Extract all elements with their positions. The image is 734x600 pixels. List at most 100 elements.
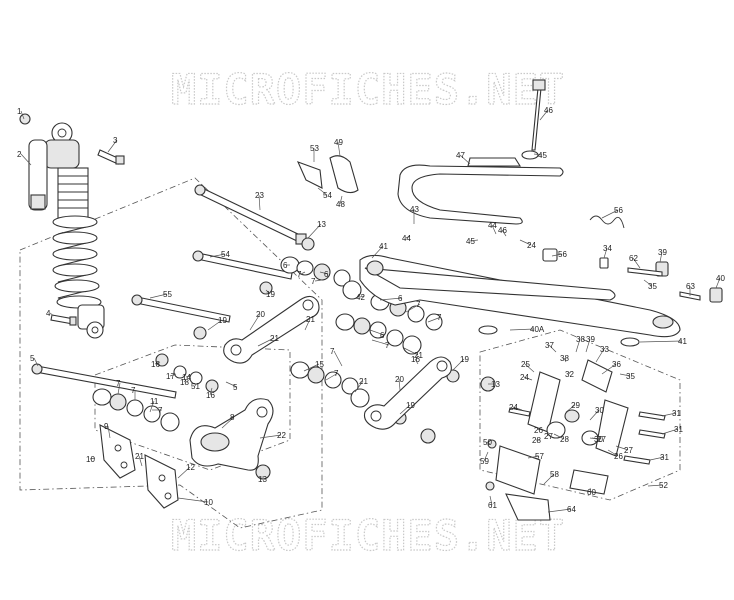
callout-number: 13 [491,380,500,389]
leader-line [89,457,96,460]
leader-line [547,508,572,513]
callout-number: 18 [180,378,189,387]
callout-number: 7 [116,379,121,388]
long-bolt-23 [194,184,307,245]
link-rod-20-lower [363,356,452,430]
leader-line [258,194,261,211]
callout-number: 39 [658,248,667,257]
callout-number: 6 [283,261,288,270]
callout-number: 7 [437,313,442,322]
callout-number: 42 [356,293,365,302]
leader-line [589,487,592,493]
callout-number: 27 [624,446,633,455]
small-washers-16-18 [155,353,219,393]
callout-number: 53 [310,144,319,153]
leader-line [483,451,489,462]
leader-line [149,293,168,299]
leader-line [452,358,465,371]
callout-number: 39 [586,335,595,344]
leader-line [337,141,341,157]
leader-line [661,412,677,417]
plate-59 [495,445,541,495]
side-plate-9 [99,424,136,479]
leader-line [107,425,111,439]
leader-line [307,223,322,239]
leader-line [459,154,471,165]
link-rod-20-upper [223,295,320,364]
leader-line [615,445,629,451]
leader-line [194,383,197,387]
callout-number: 35 [626,372,635,381]
callout-number: 3 [113,136,118,145]
leader-line [177,466,191,479]
callout-number: 40 [716,274,725,283]
callout-number: 44 [488,221,497,230]
callout-number: 5 [30,354,35,363]
callout-number: 7 [311,277,316,286]
callout-number: 16 [206,391,215,400]
leader-line [225,381,238,388]
callout-number: 7 [297,270,302,279]
callout-number: 1 [17,107,22,116]
leader-line [379,297,403,301]
callout-number: 52 [659,481,668,490]
callout-number: 13 [317,220,326,229]
callout-number: 9 [104,422,109,431]
callout-number: 38 [560,354,569,363]
callout-number: 56 [614,206,623,215]
long-bolt-56b [131,294,231,323]
callout-number: 6 [398,294,403,303]
callout-number: 38 [576,335,585,344]
callout-number: 16 [411,355,420,364]
leader-line [639,340,683,343]
callout-number: 57 [535,452,544,461]
shock-absorber [28,122,105,339]
leader-line [537,427,541,431]
leader-line [543,473,555,485]
leader-line [632,257,641,269]
leader-line [117,382,121,395]
callout-number: 45 [538,151,547,160]
leader-line [339,195,343,205]
rocker-arm-22 [189,398,274,471]
leader-line [533,153,543,156]
leader-line [314,279,323,282]
leader-line [325,372,339,381]
leader-line [575,338,581,353]
leader-lines [20,109,721,513]
leader-line [469,239,479,242]
leader-line [405,235,411,239]
group-outline-right [479,329,681,501]
leader-line [589,409,600,421]
leader-line [427,316,442,323]
leader-line [403,347,419,356]
callout-number: 14 [182,373,191,382]
callout-number: 20 [395,375,404,384]
leader-line [20,153,32,166]
leader-line [359,295,365,298]
callout-number: 46 [498,226,507,235]
callout-number: 2 [17,150,22,159]
leader-line [489,495,493,506]
leader-line [399,404,411,415]
leader-line [354,380,364,393]
callout-number: 5 [233,383,238,392]
callout-number: 33 [600,345,609,354]
leader-line [595,348,605,363]
leader-line [169,373,177,377]
plate-62 [569,469,609,495]
swingarm-42 [359,254,681,347]
leader-line [221,416,235,429]
leader-line [371,245,384,259]
leader-line [661,428,679,435]
callout-number: 25 [521,360,530,369]
callout-number: 19 [266,290,275,299]
leader-line [319,271,329,275]
callout-number: 43 [410,205,419,214]
callout-number: 13 [258,475,267,484]
leader-line [619,373,631,377]
callout-number: 15 [315,360,324,369]
leader-line [647,484,664,487]
